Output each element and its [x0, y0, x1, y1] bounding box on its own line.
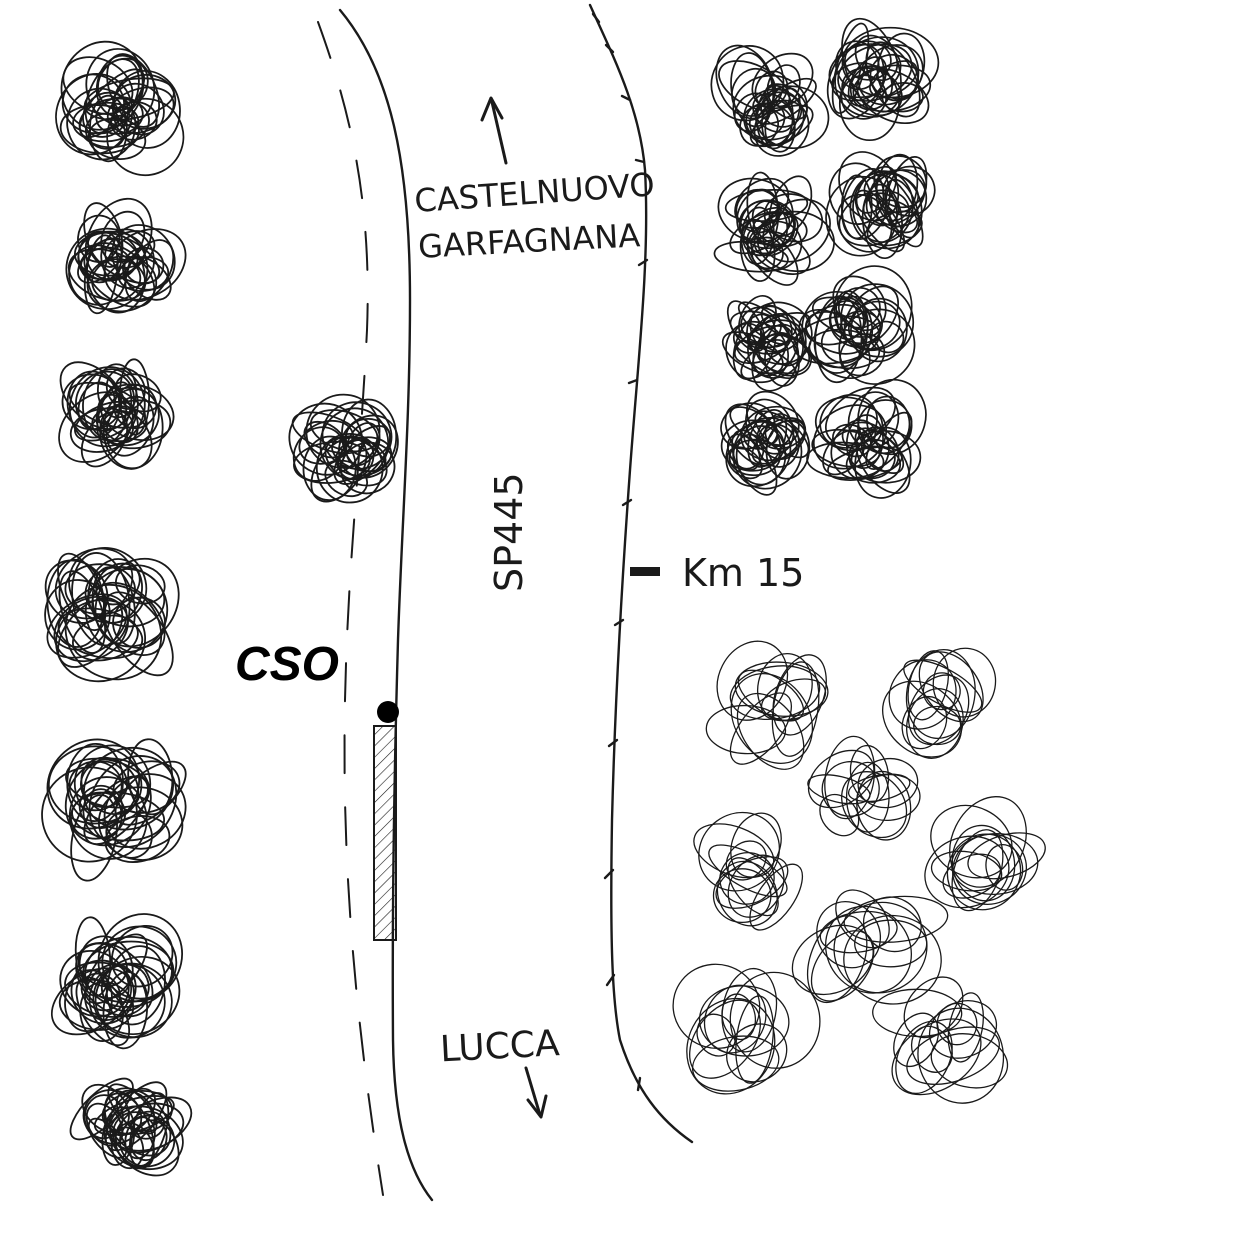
- tree-icon: [672, 963, 821, 1095]
- road-right-edge: [588, 3, 694, 1144]
- bank-ticks: [591, 12, 649, 1092]
- tree-icon: [872, 976, 1009, 1104]
- tree-icon: [41, 738, 187, 882]
- km-marker-label: Km 15: [682, 551, 804, 595]
- tree-column-left: [41, 40, 193, 1177]
- tree-icon: [693, 811, 804, 931]
- tree-icon: [705, 640, 829, 770]
- direction-north-line2: GARFAGNANA: [417, 216, 641, 266]
- tree-icon: [792, 265, 916, 385]
- tree-icon: [720, 390, 811, 496]
- direction-north-line1: CASTELNUOVO: [413, 165, 656, 220]
- direction-south-label: LUCCA: [439, 1023, 561, 1070]
- road-name-label: SP445: [487, 472, 531, 592]
- tree-icon: [710, 44, 830, 157]
- tree-icon: [65, 197, 187, 315]
- site-label: CSO: [235, 638, 339, 691]
- tree-cluster-right: [672, 17, 1046, 1104]
- tree-icon: [807, 735, 921, 841]
- south-arrow: [524, 1066, 548, 1119]
- tree-icon: [50, 913, 184, 1050]
- tree-icon: [924, 796, 1046, 912]
- tree-icon: [825, 151, 936, 260]
- dashed-road-edge: [317, 21, 384, 1196]
- km-marker-tick: [630, 567, 660, 576]
- road-left-edge: [338, 8, 434, 1202]
- site-point: [377, 701, 399, 723]
- tree-icon: [44, 547, 180, 683]
- tree-icon: [881, 647, 997, 759]
- tree-icon: [806, 378, 927, 499]
- tree-icon: [55, 40, 185, 177]
- tree-icon: [58, 358, 175, 470]
- tree-icon: [826, 17, 940, 142]
- tree-icon: [713, 171, 835, 286]
- tree-icon: [288, 393, 399, 504]
- north-arrow: [480, 96, 508, 165]
- tree-icon: [69, 1077, 193, 1177]
- site-structure: [373, 725, 397, 941]
- tree-icon: [791, 889, 949, 1005]
- tree-single-middle: [288, 393, 399, 504]
